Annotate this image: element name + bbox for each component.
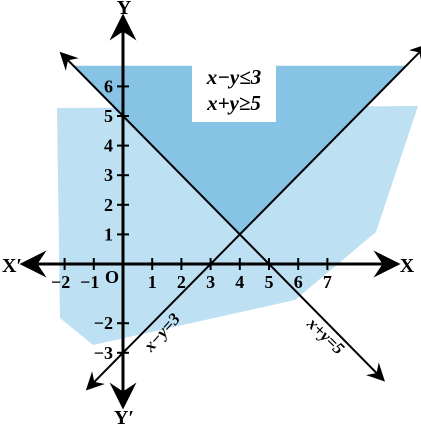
x-axis-label: X xyxy=(400,255,415,277)
x-tick-label: 7 xyxy=(323,272,332,292)
inequality-label-1: x−y≤3 xyxy=(206,65,262,89)
y-tick-label: −2 xyxy=(94,313,113,333)
y-axis-negative-label: Y′ xyxy=(114,407,134,427)
x-tick-label: −2 xyxy=(51,272,70,292)
y-tick-label: −3 xyxy=(94,343,113,363)
x-tick-label: 1 xyxy=(148,272,157,292)
y-tick-label: 6 xyxy=(104,76,113,96)
y-axis-label: Y xyxy=(117,0,132,19)
x-tick-label: −1 xyxy=(80,272,99,292)
inequality-label-2: x+y≥5 xyxy=(206,91,261,115)
x-tick-label: 2 xyxy=(177,272,186,292)
x-tick-label: 5 xyxy=(265,272,274,292)
y-ticks: −3 −2 1 2 3 4 5 6 xyxy=(94,76,129,363)
line-x-plus-y-equals-5 xyxy=(59,51,385,382)
y-tick-label: 4 xyxy=(104,136,113,156)
x-axis-negative-label: X′ xyxy=(2,255,22,277)
y-tick-label: 3 xyxy=(104,165,113,185)
y-tick-label: 5 xyxy=(104,106,113,126)
x-tick-label: 4 xyxy=(235,272,244,292)
y-tick-label: 1 xyxy=(104,224,113,244)
x-tick-label: 3 xyxy=(206,272,215,292)
origin-label: O xyxy=(105,267,119,287)
y-tick-label: 2 xyxy=(104,195,113,215)
x-tick-label: 6 xyxy=(294,272,303,292)
